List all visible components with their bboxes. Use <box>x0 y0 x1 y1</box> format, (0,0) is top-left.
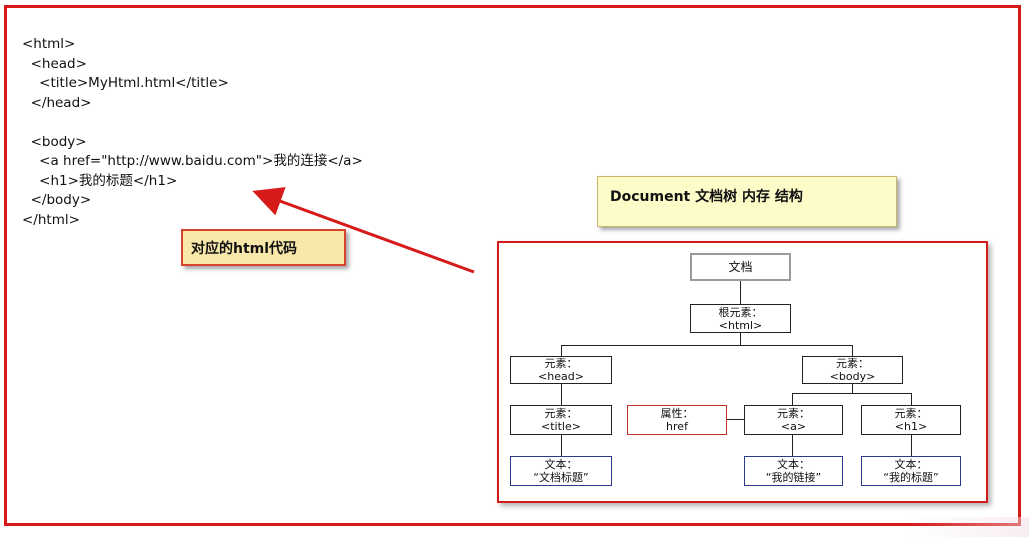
connector-to-h1 <box>911 393 912 405</box>
connector-root-down <box>740 332 741 345</box>
tree-node-text-h1: 文本： “我的标题” <box>861 456 961 486</box>
document-tree-callout: Document 文档树 内存 结构 <box>597 176 897 227</box>
connector-doc-root <box>740 280 741 304</box>
connector-level2-bar <box>561 345 853 346</box>
connector-body-bar <box>792 393 911 394</box>
tree-node-document: 文档 <box>690 253 791 281</box>
connector-head-title <box>561 383 562 405</box>
tree-node-attr-href: 属性： href <box>627 405 727 435</box>
corner-fade <box>909 517 1029 537</box>
html-code-listing: <html> <head> <title>MyHtml.html</title>… <box>22 36 363 228</box>
connector-to-head <box>561 345 562 356</box>
tree-node-text-link: 文本： “我的链接” <box>744 456 843 486</box>
tree-node-title: 元素： <title> <box>510 405 612 435</box>
connector-h1-text <box>911 434 912 456</box>
connector-attr-a <box>727 419 744 420</box>
tree-node-a: 元素： <a> <box>744 405 843 435</box>
tree-node-head: 元素： <head> <box>510 356 612 384</box>
dom-tree-panel: 文档 根元素： <html> 元素： <head> 元素： <body> 元素：… <box>497 241 988 503</box>
html-code-callout: 对应的html代码 <box>181 229 346 266</box>
connector-to-body <box>852 345 853 356</box>
connector-title-text <box>561 434 562 456</box>
tree-node-text-title: 文本： “文档标题” <box>510 456 612 486</box>
connector-body-down <box>852 383 853 393</box>
tree-node-body: 元素： <body> <box>802 356 903 384</box>
tree-node-h1: 元素： <h1> <box>861 405 961 435</box>
connector-a-text <box>792 434 793 456</box>
tree-node-root-html: 根元素： <html> <box>690 304 791 333</box>
connector-to-a <box>792 393 793 405</box>
